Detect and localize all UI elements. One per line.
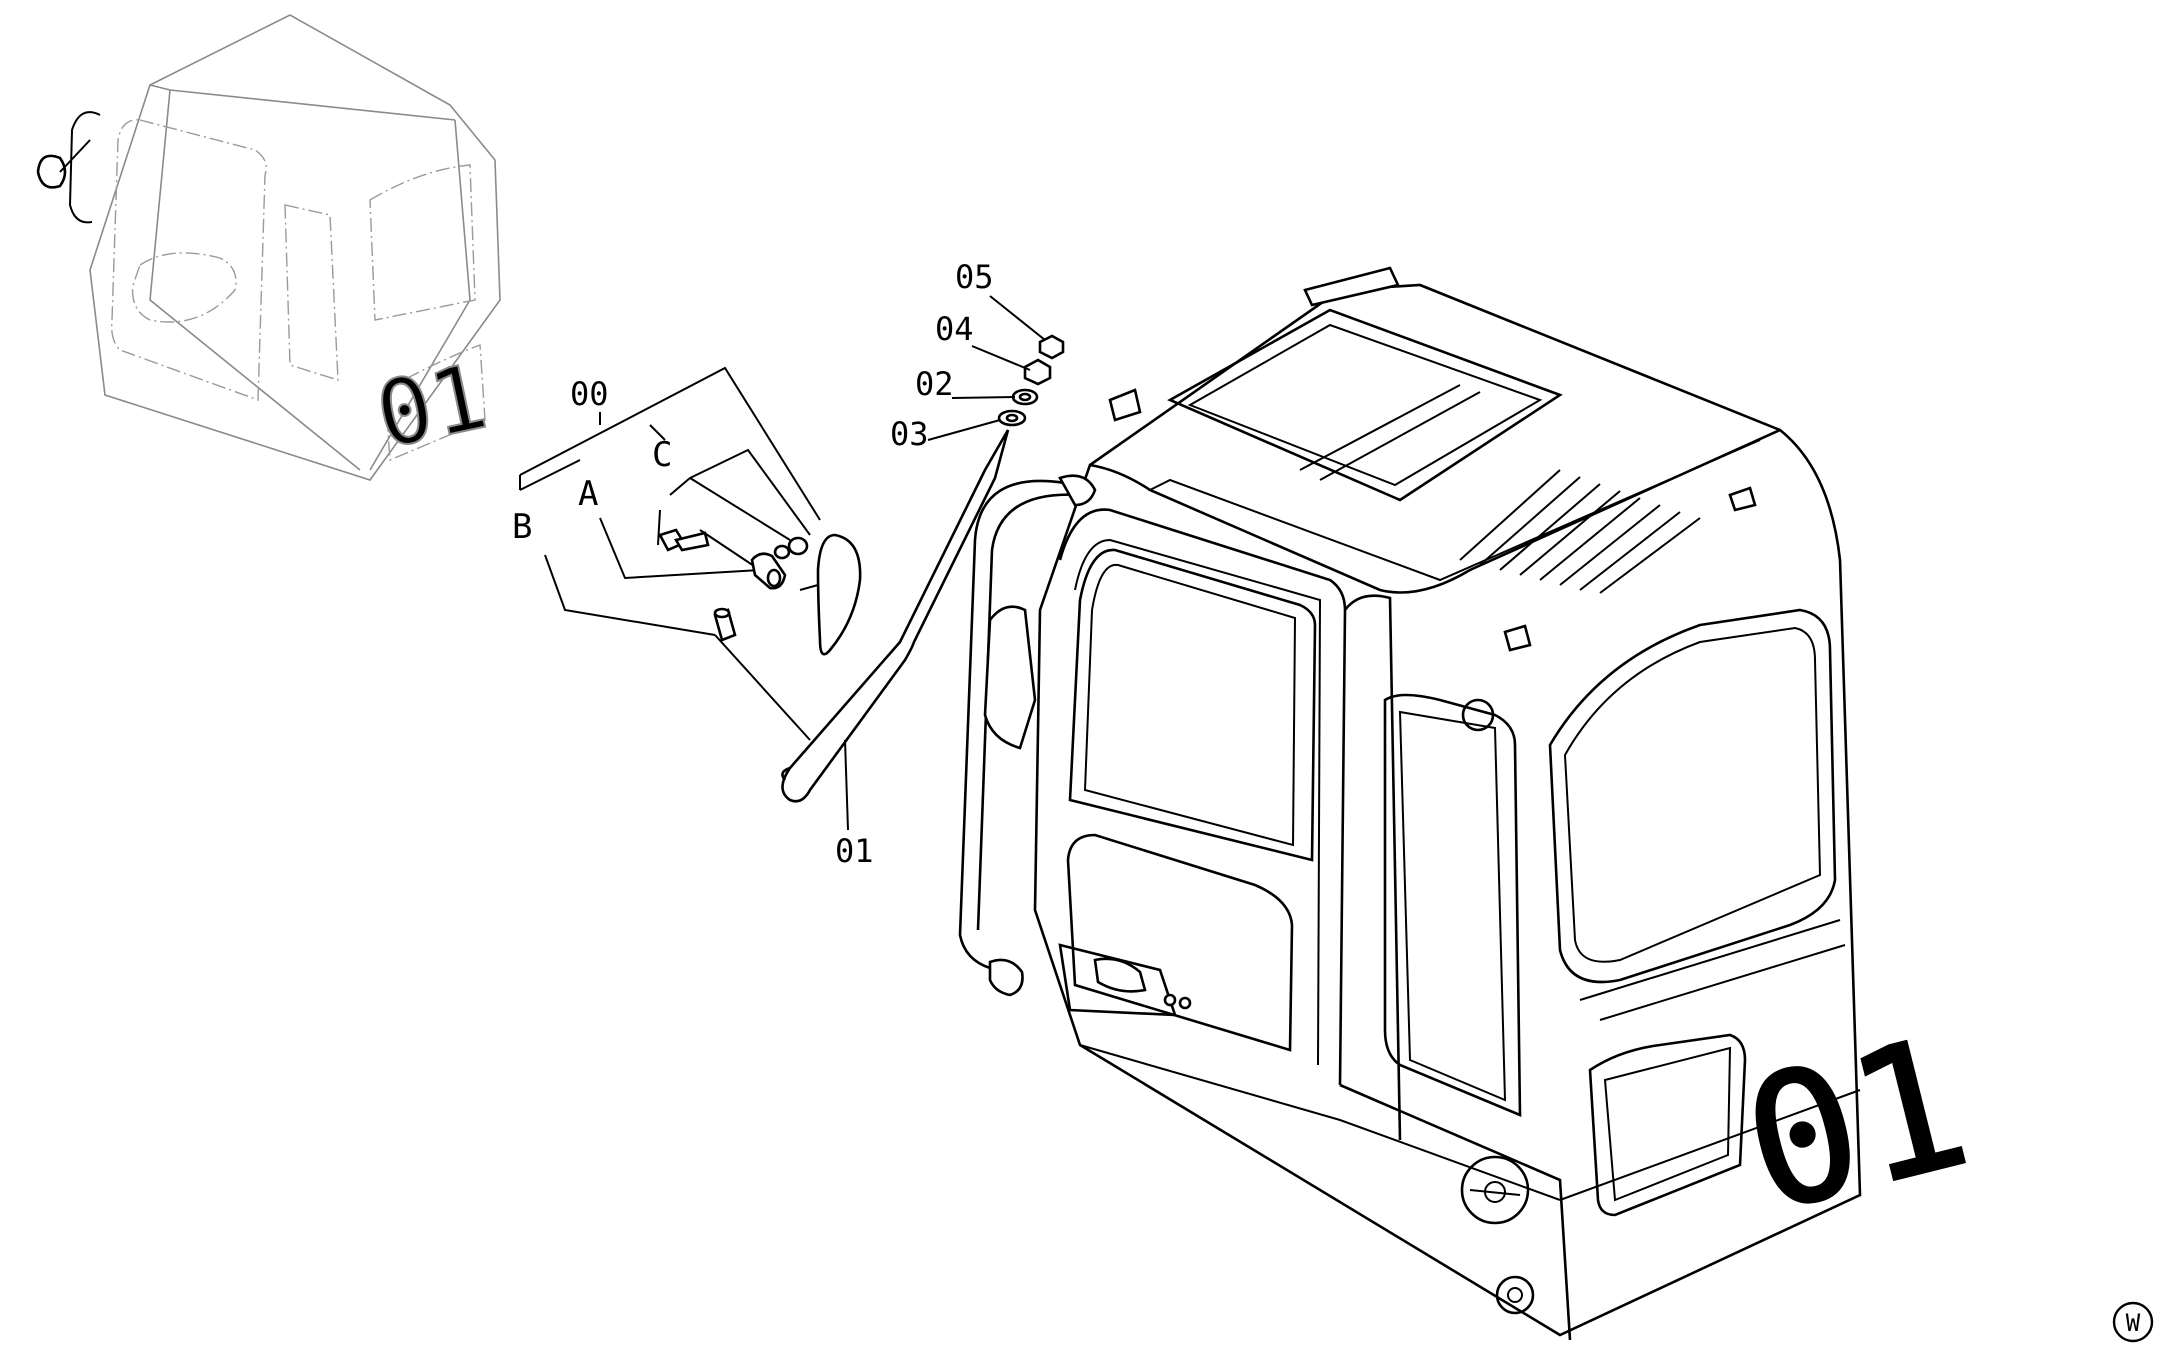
callout-02: 02 <box>915 365 954 403</box>
door-handle <box>1058 943 1192 1017</box>
callout-00: 00 <box>570 375 609 413</box>
reference-mirror-icon <box>36 154 67 189</box>
corner-mark: W <box>2126 1309 2141 1337</box>
washer-03-icon <box>997 409 1027 427</box>
front-window <box>1068 548 1317 862</box>
washer-icon <box>773 544 791 560</box>
mirror-assembly-exploded: 00 C A B <box>512 258 1065 870</box>
callout-01: 01 <box>835 832 874 870</box>
bolt-icon <box>658 528 710 552</box>
reference-cab-thumbnail: 01 <box>36 14 501 481</box>
callout-C: C <box>652 435 672 475</box>
mirror-icon <box>816 533 862 656</box>
reference-cab-number: 01 <box>368 344 496 469</box>
callout-05: 05 <box>955 258 994 296</box>
spacer-icon <box>713 607 737 642</box>
callout-B: B <box>512 507 532 547</box>
bracket-icon <box>750 552 787 590</box>
cab-number: 01 <box>1726 998 1987 1253</box>
roof-vent <box>1459 469 1701 594</box>
nut-icon <box>787 536 809 556</box>
callout-03: 03 <box>890 415 929 453</box>
rear-badge <box>1460 1155 1530 1225</box>
callout-04: 04 <box>935 310 974 348</box>
rear-knob <box>1495 1275 1535 1315</box>
nut-04-icon <box>1023 358 1052 386</box>
nut-05-icon <box>1038 334 1065 360</box>
mirror-stay-arm <box>781 429 1010 803</box>
side-window <box>1383 693 1522 1117</box>
washer-02-icon <box>1011 388 1039 406</box>
rear-window <box>1548 608 1837 984</box>
corner-mark-badge: W <box>2112 1301 2154 1343</box>
callout-A: A <box>578 474 598 514</box>
hardware-stack <box>997 334 1065 427</box>
operator-cab-main: 01 <box>958 266 1988 1341</box>
